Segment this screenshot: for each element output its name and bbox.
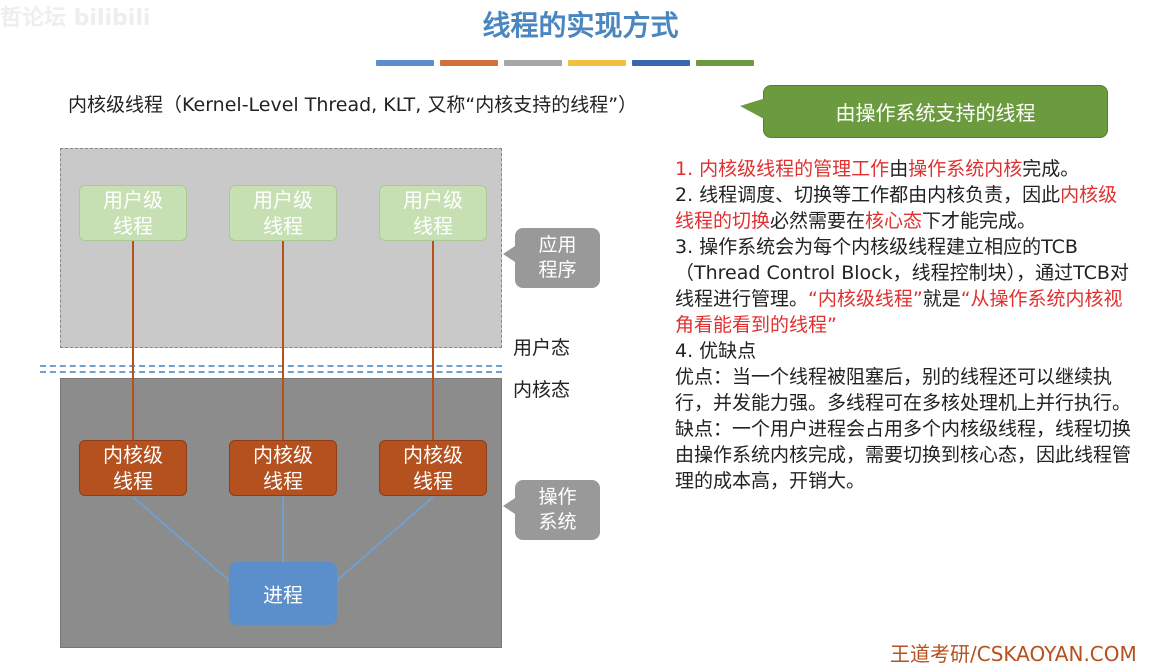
- pros: 优点：当一个线程被阻塞后，别的线程还可以继续执行，并发能力强。多线程可在多核处理…: [675, 366, 1132, 414]
- user-thread: 用户级 线程: [379, 185, 487, 241]
- kernel-thread: 内核级 线程: [379, 440, 487, 496]
- color-bar: [504, 60, 562, 66]
- watermark: 哲论坛 bilibili: [0, 6, 151, 31]
- mode-divider: [40, 365, 502, 367]
- app-tag: 应用 程序: [503, 228, 600, 288]
- subtitle: 内核级线程（Kernel-Level Thread, KLT, 又称“内核支持的…: [68, 94, 638, 116]
- os-tag: 操作 系统: [503, 480, 600, 540]
- explanation: 1. 内核级线程的管理工作由操作系统内核完成。 2. 线程调度、切换等工作都由内…: [675, 156, 1135, 494]
- color-bar: [440, 60, 498, 66]
- kernel-mode-label: 内核态: [513, 379, 571, 401]
- point-3: 3. 操作系统会为每个内核级线程建立相应的TCB（Thread Control …: [675, 236, 1129, 336]
- cons: 缺点：一个用户进程会占用多个内核级线程，线程切换由操作系统内核完成，需要切换到核…: [675, 418, 1132, 492]
- mode-divider: [40, 371, 502, 373]
- color-bar: [376, 60, 434, 66]
- color-bar: [568, 60, 626, 66]
- user-mode-label: 用户态: [513, 337, 571, 359]
- slide-title: 线程的实现方式: [482, 9, 679, 42]
- user-thread: 用户级 线程: [79, 185, 187, 241]
- point-2: 2. 线程调度、切换等工作都由内核负责，因此内核级线程的切换必然需要在核心态下才…: [675, 184, 1118, 232]
- point-1: 1. 内核级线程的管理工作由操作系统内核完成。: [675, 158, 1080, 180]
- footer: 王道考研/CSKAOYAN.COM: [890, 642, 1137, 666]
- color-bar: [696, 60, 754, 66]
- point-4: 4. 优缺点: [675, 340, 757, 362]
- callout: 由操作系统支持的线程: [740, 85, 1108, 138]
- kernel-thread: 内核级 线程: [79, 440, 187, 496]
- color-bar: [632, 60, 690, 66]
- kernel-thread: 内核级 线程: [229, 440, 337, 496]
- user-thread: 用户级 线程: [229, 185, 337, 241]
- process: 进程: [229, 562, 337, 625]
